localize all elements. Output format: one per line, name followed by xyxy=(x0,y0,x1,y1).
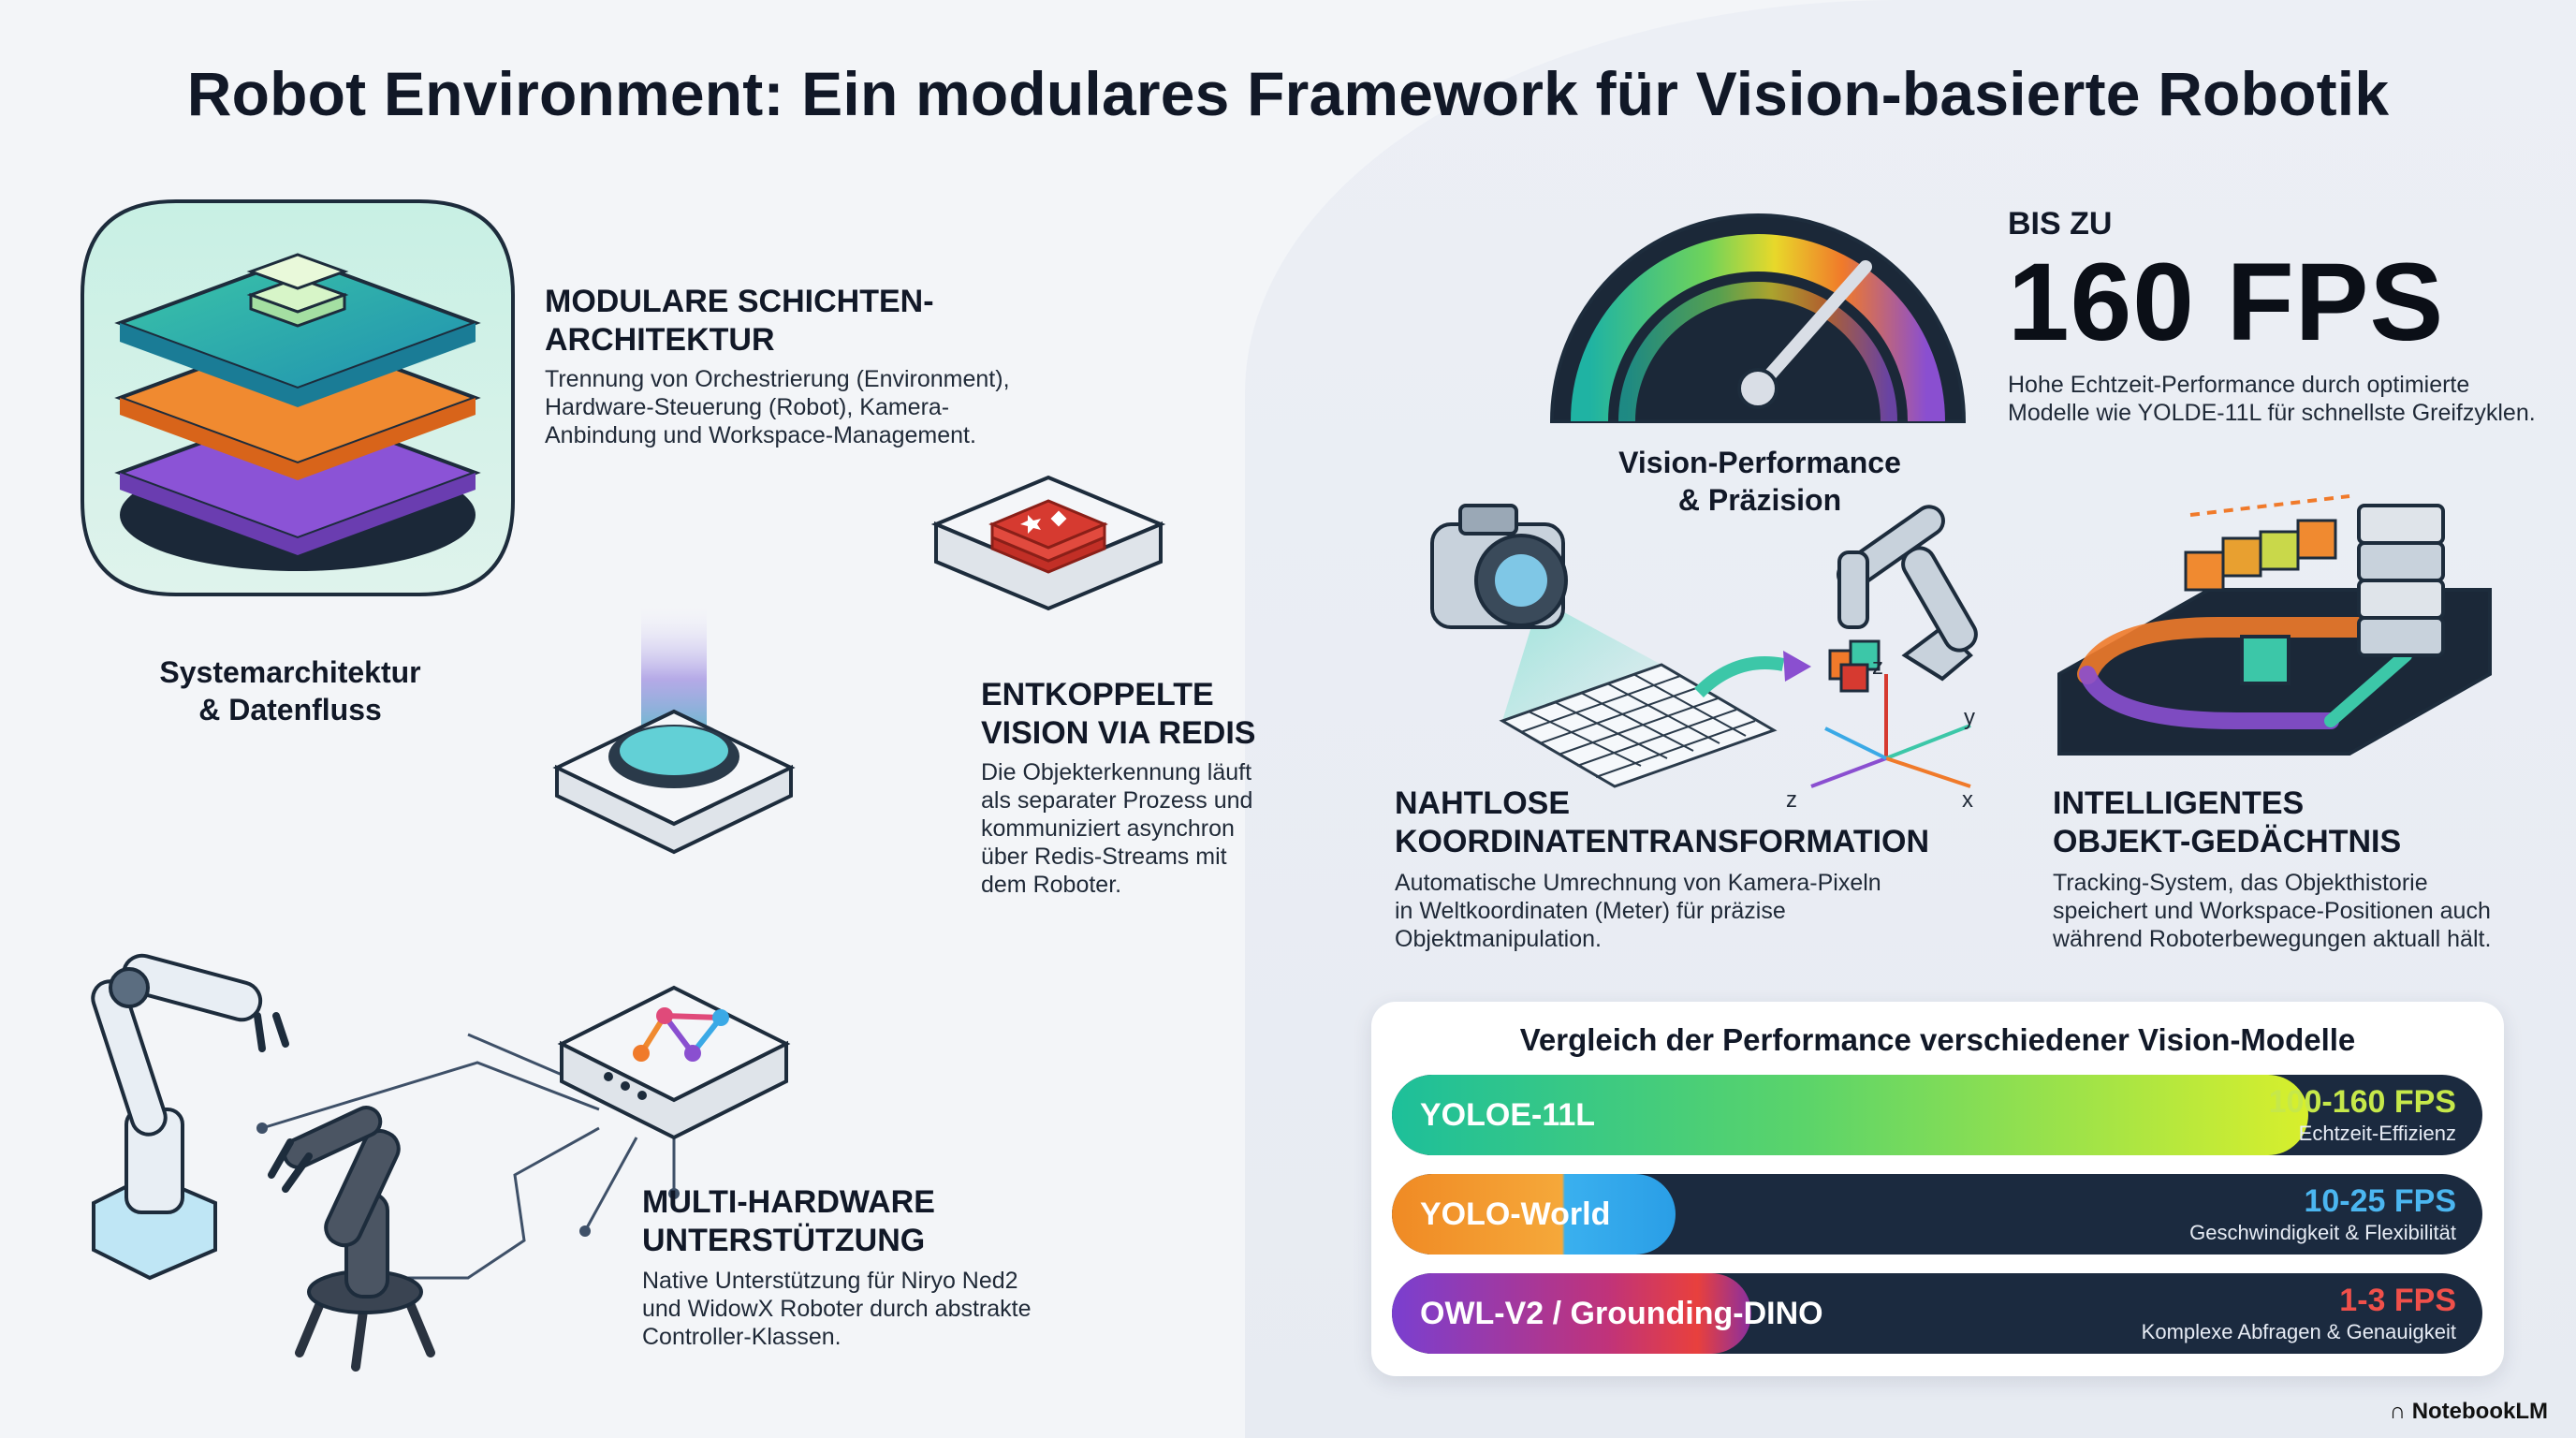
object-memory-illustration xyxy=(2057,494,2492,756)
fps-prefix: BIS ZU xyxy=(2008,206,2113,242)
page-title: Robot Environment: Ein modulares Framewo… xyxy=(186,59,2390,128)
axis-x-label: x xyxy=(1962,787,1973,813)
model-bar-fill xyxy=(1392,1174,1676,1255)
fps-text: Hohe Echtzeit-Performance durch optimier… xyxy=(2008,372,2536,426)
model-bar-yoloe: YOLOE-11L 100-160 FPS Echtzeit-Effizienz xyxy=(1392,1075,2482,1155)
robots-hub-illustration xyxy=(91,953,791,1372)
modular-heading: MODULARE SCHICHTEN-ARCHITEKTUR xyxy=(545,284,934,358)
comparison-title: Vergleich der Performance verschiedener … xyxy=(1519,1022,2356,1057)
model-name: OWL-V2 / Grounding-DINO xyxy=(1420,1296,1823,1331)
model-desc: Echtzeit-Effizienz xyxy=(2298,1122,2456,1145)
model-name: YOLO-World xyxy=(1420,1196,1611,1232)
model-comparison-panel: Vergleich der Performance verschiedener … xyxy=(1371,1002,2504,1376)
axis-z-up-label: z xyxy=(1872,654,1883,680)
modular-text: Trennung von Orchestrierung (Environment… xyxy=(545,366,1010,448)
gauge-caption: Vision-Performance& Präzision xyxy=(1618,446,1901,517)
brand-label: ∩ NotebookLM xyxy=(2389,1399,2548,1424)
axis-z-label: z xyxy=(1786,787,1797,813)
coord-text: Automatische Umrechnung von Kamera-Pixel… xyxy=(1395,870,1881,952)
model-fps: 10-25 FPS xyxy=(2304,1183,2456,1219)
model-bar-yolo-world: YOLO-World 10-25 FPS Geschwindigkeit & F… xyxy=(1392,1174,2482,1255)
notebooklm-logo-icon: ∩ xyxy=(2389,1399,2407,1424)
redis-icon xyxy=(930,475,1166,611)
model-bar-fill xyxy=(1392,1273,1752,1354)
performance-gauge-icon xyxy=(1549,213,1967,423)
vision-beam-icon xyxy=(552,599,796,855)
model-fps: 1-3 FPS xyxy=(2339,1283,2456,1318)
architecture-caption: Systemarchitektur& Datenfluss xyxy=(159,655,421,726)
model-bar-owl: OWL-V2 / Grounding-DINO 1-3 FPS Komplexe… xyxy=(1392,1273,2482,1354)
axis-y-label: y xyxy=(1964,705,1975,730)
model-desc: Komplexe Abfragen & Genauigkeit xyxy=(2141,1320,2456,1343)
model-desc: Geschwindigkeit & Flexibilität xyxy=(2189,1221,2456,1244)
layer-stack-icon xyxy=(80,199,515,596)
fps-value: 160 FPS xyxy=(2008,241,2445,364)
model-bar-fill xyxy=(1392,1075,2308,1155)
coordinate-transform-illustration xyxy=(1430,504,1978,788)
model-fps: 100-160 FPS xyxy=(2268,1084,2456,1120)
model-name: YOLOE-11L xyxy=(1420,1097,1596,1133)
